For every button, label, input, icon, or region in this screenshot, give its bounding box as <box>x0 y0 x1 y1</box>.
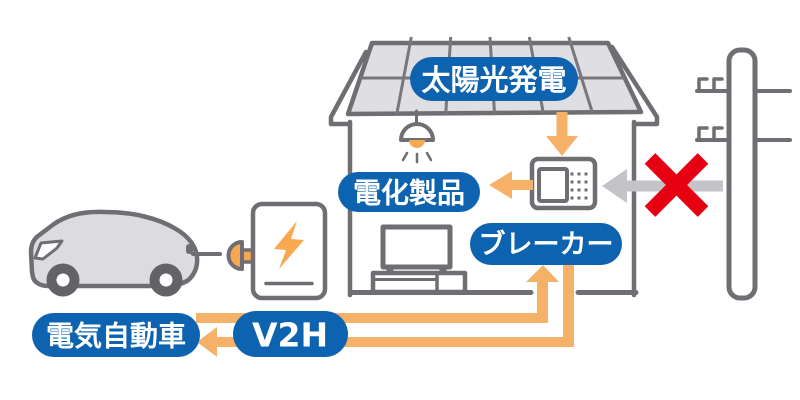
blocked-x-icon <box>644 153 709 217</box>
lamp-rays <box>401 151 433 164</box>
charging-plug-icon <box>191 240 256 271</box>
flow-v2h-to-breaker-arrow <box>196 265 559 323</box>
solar-label-text: 太陽光発電 <box>421 63 566 97</box>
v2h-unit-icon <box>250 201 328 301</box>
power-flow-lines <box>196 112 578 357</box>
solar-label <box>410 57 578 101</box>
breaker-label <box>470 223 622 265</box>
ev-car-icon <box>28 209 200 297</box>
flow-solar-to-breaker-arrow <box>546 112 578 156</box>
breaker-label-text: ブレーカー <box>479 229 614 261</box>
ev-label-text: 電気自動車 <box>46 320 186 353</box>
flow-breaker-to-appliances-arrow <box>489 171 533 199</box>
utility-pole-icon <box>695 47 792 301</box>
tv-icon <box>370 224 468 295</box>
car-windshield <box>33 239 64 261</box>
v2h-label-text: V2H <box>252 316 328 355</box>
house-left-eave <box>328 49 369 127</box>
car-charge-port <box>186 244 193 254</box>
lightning-icon <box>274 221 304 269</box>
labels: 太陽光発電 電化製品 ブレーカー 電気自動車 V2H <box>32 57 622 357</box>
appliances-label <box>338 172 480 212</box>
ev-label <box>32 313 200 357</box>
flow-breaker-to-ev-arrow <box>197 245 574 357</box>
breaker-box-icon <box>529 156 598 211</box>
v2h-label <box>233 311 348 357</box>
house-right-eave <box>609 44 660 127</box>
appliances-label-text: 電化製品 <box>353 177 465 210</box>
breaker-switch-dots <box>570 172 588 200</box>
lamp-bulb <box>409 140 425 148</box>
pendant-lamp-icon <box>399 109 435 164</box>
